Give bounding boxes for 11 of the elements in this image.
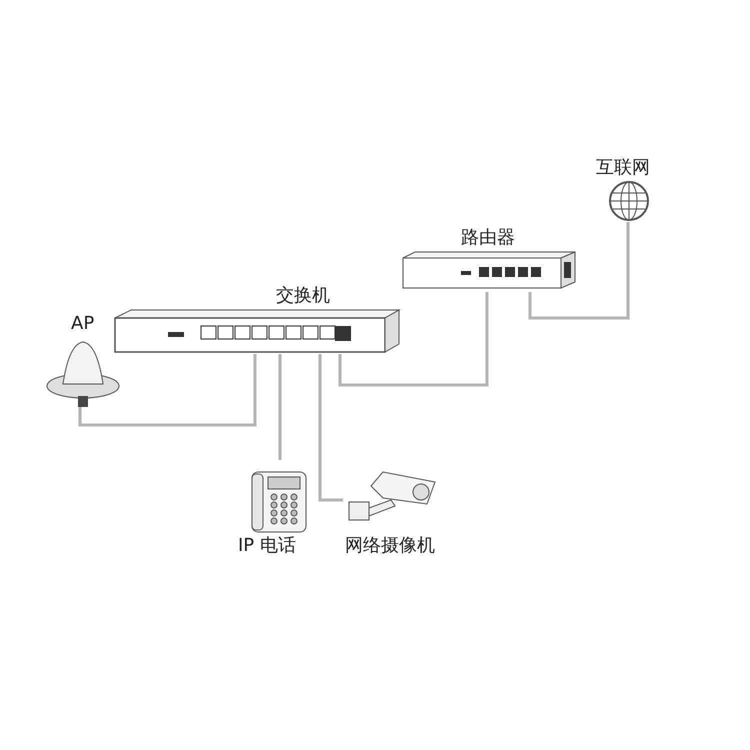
network-cable (338, 292, 488, 386)
network-cable (528, 222, 630, 320)
device-label: 路由器 (460, 226, 516, 250)
device-label: IP 电话 (237, 534, 297, 558)
network-cable (278, 354, 282, 460)
network-cable (78, 354, 256, 426)
device-label: 交换机 (275, 284, 331, 308)
device-label: 网络摄像机 (344, 534, 436, 558)
device-label: 互联网 (595, 156, 651, 180)
device-label: AP (70, 312, 96, 336)
network-cable (318, 354, 343, 502)
